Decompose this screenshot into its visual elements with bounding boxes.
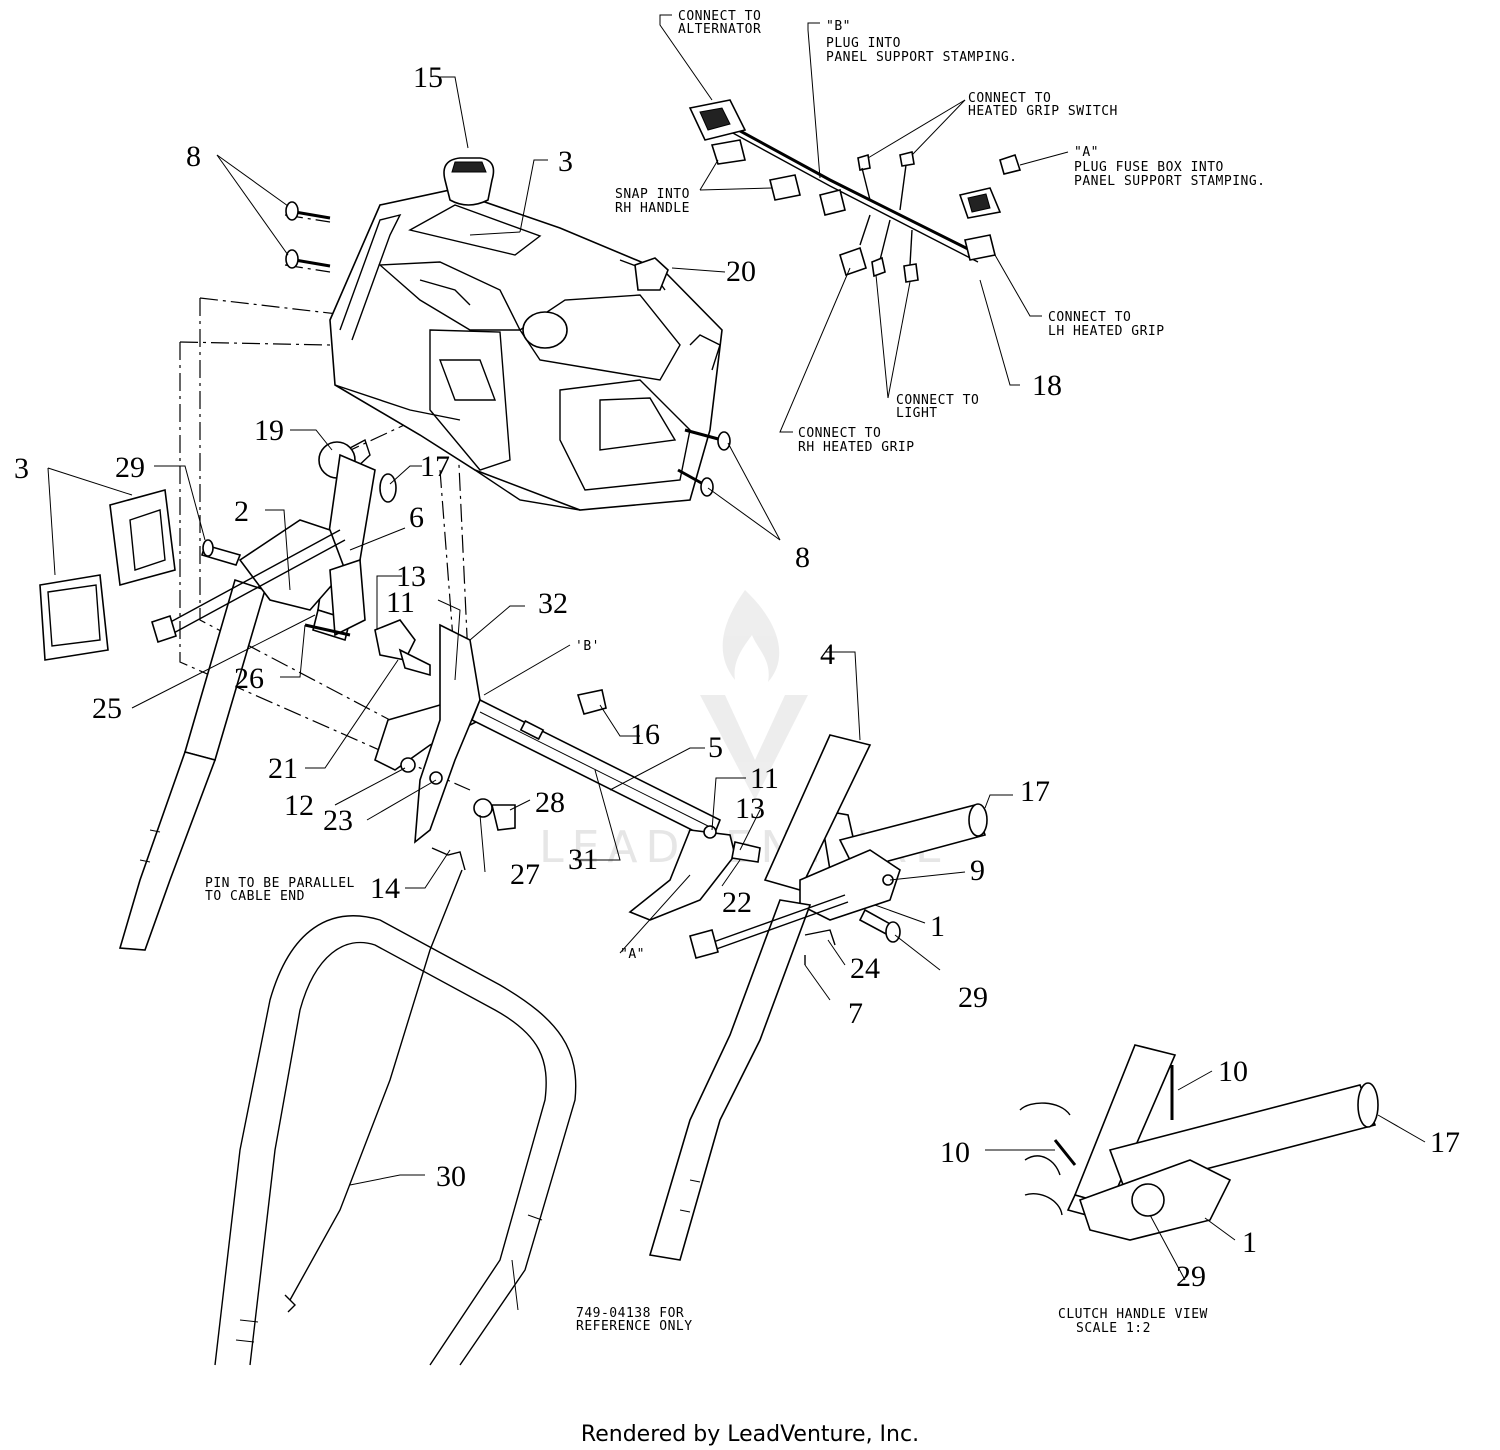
note-plug-b-1: "B" — [826, 19, 851, 34]
callout-15: 15 — [413, 61, 443, 94]
note-pin-2: TO CABLE END — [205, 889, 305, 904]
note-rh-grip-2: RH HEATED GRIP — [798, 440, 915, 455]
clip — [634, 257, 669, 291]
note-plug-b-3: PANEL SUPPORT STAMPING. — [826, 50, 1018, 65]
knob — [443, 157, 495, 206]
callout-8-lower: 8 — [795, 541, 810, 574]
callout-21: 21 — [268, 752, 298, 785]
callout-17-right: 17 — [1020, 775, 1050, 808]
u-handle — [214, 915, 577, 1366]
note-pin-1: PIN TO BE PARALLEL — [205, 876, 355, 891]
note-clutch-view-1: CLUTCH HANDLE VIEW — [1058, 1307, 1208, 1322]
callout-32: 32 — [538, 587, 568, 620]
callout-26: 26 — [234, 662, 264, 695]
callout-25: 25 — [92, 692, 122, 725]
callout-7: 7 — [848, 997, 863, 1030]
watermark-logo — [700, 590, 808, 800]
callout-5: 5 — [708, 731, 723, 764]
note-grip-switch-1: CONNECT TO — [968, 91, 1051, 106]
callout-3-light: 3 — [14, 452, 29, 485]
callout-29-right: 29 — [958, 981, 988, 1014]
callout-8-upper: 8 — [186, 140, 201, 173]
note-rh-grip-1: CONNECT TO — [798, 426, 881, 441]
bolts-upper — [285, 201, 331, 269]
clutch-handle-view — [1019, 1044, 1379, 1241]
note-plug-a-2: PLUG FUSE BOX INTO — [1074, 160, 1224, 175]
light-housing — [39, 488, 176, 661]
callout-14: 14 — [370, 872, 400, 905]
callout-20: 20 — [726, 255, 756, 288]
note-snap-rh-1: SNAP INTO — [615, 187, 690, 202]
note-ref-a: "A" — [620, 947, 645, 962]
note-plug-a-3: PANEL SUPPORT STAMPING. — [1074, 174, 1266, 189]
note-light-1: CONNECT TO — [896, 393, 979, 408]
notes: CONNECT TO ALTERNATOR "B" PLUG INTO PANE… — [205, 9, 1266, 1336]
callout-2: 2 — [234, 495, 249, 528]
callout-22: 22 — [722, 886, 752, 919]
callout-19: 19 — [254, 414, 284, 447]
callout-27: 27 — [510, 858, 540, 891]
callout-23: 23 — [323, 804, 353, 837]
callout-11-right: 11 — [750, 762, 779, 795]
note-light-2: LIGHT — [896, 406, 938, 421]
cable — [284, 869, 463, 1313]
callout-9: 9 — [970, 854, 985, 887]
callout-4: 4 — [820, 638, 835, 671]
callout-13-right: 13 — [735, 792, 765, 825]
callout-1-inset: 1 — [1242, 1226, 1257, 1259]
note-plug-b-2: PLUG INTO — [826, 36, 901, 51]
callout-13-left: 13 — [396, 560, 426, 593]
wiring-harness — [688, 99, 1022, 283]
note-alternator-2: ALTERNATOR — [678, 22, 761, 37]
callout-17-inset: 17 — [1430, 1126, 1460, 1159]
callout-11-left: 11 — [386, 586, 415, 619]
note-plug-a-1: "A" — [1074, 145, 1099, 160]
right-handle-assembly — [648, 734, 988, 1261]
callout-12: 12 — [284, 789, 314, 822]
callout-28: 28 — [535, 786, 565, 819]
note-lh-grip-2: LH HEATED GRIP — [1048, 324, 1165, 339]
panel-support — [374, 623, 761, 921]
note-alternator-1: CONNECT TO — [678, 9, 761, 24]
callout-10-left: 10 — [940, 1136, 970, 1169]
callout-24: 24 — [850, 952, 880, 985]
callout-30: 30 — [436, 1160, 466, 1193]
note-snap-rh-2: RH HANDLE — [615, 201, 690, 216]
callout-10-right: 10 — [1218, 1055, 1248, 1088]
bolts-lower — [677, 428, 731, 497]
callout-17-left: 17 — [420, 450, 450, 483]
callout-6: 6 — [409, 501, 424, 534]
callout-16: 16 — [630, 718, 660, 751]
callout-29-left: 29 — [115, 451, 145, 484]
callout-1-main: 1 — [930, 910, 945, 943]
note-reference-1: 749-04138 FOR — [576, 1306, 684, 1321]
console-panel — [329, 189, 723, 511]
callout-18: 18 — [1032, 369, 1062, 402]
note-grip-switch-2: HEATED GRIP SWITCH — [968, 104, 1118, 119]
callout-labels: 15 3 8 20 19 3 29 17 2 6 8 13 11 32 4 26… — [14, 61, 1460, 1293]
callout-3-panel: 3 — [558, 145, 573, 178]
callout-31: 31 — [568, 843, 598, 876]
note-ref-b: 'B' — [575, 639, 600, 654]
footer-credit: Rendered by LeadVenture, Inc. — [581, 1422, 919, 1447]
note-lh-grip-1: CONNECT TO — [1048, 310, 1131, 325]
left-handle-assembly — [118, 453, 397, 951]
note-leaders — [483, 14, 1069, 1311]
note-reference-2: REFERENCE ONLY — [576, 1319, 693, 1334]
note-clutch-view-2: SCALE 1:2 — [1076, 1321, 1151, 1336]
callout-29-inset: 29 — [1176, 1260, 1206, 1293]
leader-lines — [47, 76, 1426, 1281]
